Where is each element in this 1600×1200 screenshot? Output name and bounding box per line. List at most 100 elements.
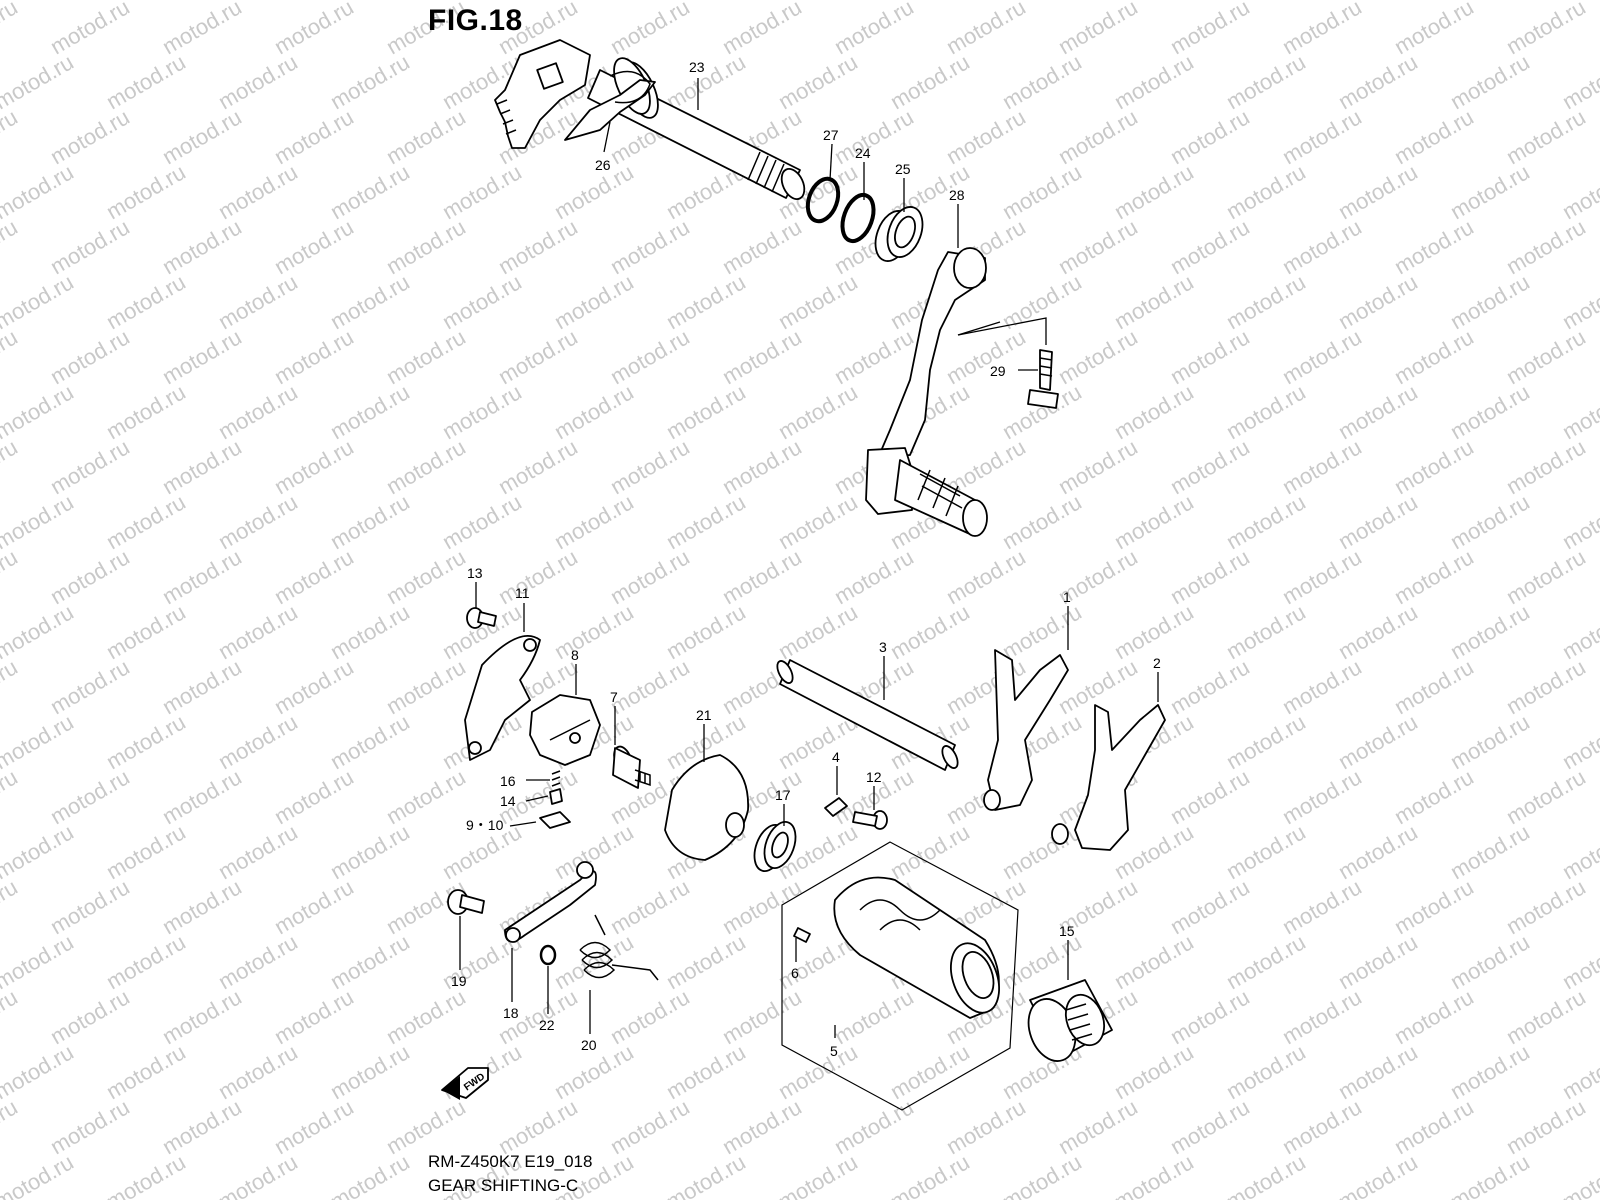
pin-14[interactable] (549, 788, 563, 805)
callout-13[interactable]: 13 (467, 565, 483, 581)
pin-6[interactable] (793, 927, 811, 943)
watermark-text: motod.ru (774, 599, 862, 664)
bolt-29[interactable] (1027, 349, 1059, 409)
watermark-text: motod.ru (0, 819, 78, 884)
watermark-text: motod.ru (158, 984, 246, 1049)
watermark-text: motod.ru (774, 49, 862, 114)
watermark-text: motod.ru (0, 489, 78, 554)
callout-25[interactable]: 25 (895, 161, 911, 177)
callout-4[interactable]: 4 (832, 749, 840, 765)
callout-11[interactable]: 11 (515, 585, 530, 601)
shift-cam-21[interactable] (664, 754, 749, 861)
watermark-text: motod.ru (158, 874, 246, 939)
watermark-text: motod.ru (0, 544, 22, 609)
gearshift-arm-18[interactable] (504, 861, 597, 943)
watermark-text: motod.ru (326, 269, 414, 334)
bolt-13[interactable] (466, 607, 497, 629)
watermark-text: motod.ru (1110, 1039, 1198, 1104)
gear-shift-cam-assembly-box-5 (781, 841, 1019, 1111)
watermark-text: motod.ru (1278, 104, 1366, 169)
watermark-text: motod.ru (0, 929, 78, 994)
gear-shift-cam-driven-gear-8[interactable] (529, 694, 601, 766)
watermark-text: motod.ru (1222, 269, 1310, 334)
callout-28[interactable]: 28 (949, 187, 965, 203)
callout-7[interactable]: 7 (610, 689, 618, 705)
callout-5[interactable]: 5 (830, 1043, 838, 1059)
callout-1[interactable]: 1 (1063, 589, 1071, 605)
watermark-text: motod.ru (550, 599, 638, 664)
gearshift-fork-2[interactable] (1051, 704, 1166, 851)
callout-15[interactable]: 15 (1059, 923, 1075, 939)
stopper-9-10[interactable] (539, 811, 571, 829)
watermark-text: motod.ru (1110, 929, 1198, 994)
callout-8[interactable]: 8 (571, 647, 579, 663)
bolt-19[interactable] (447, 889, 485, 915)
watermark-text: motod.ru (942, 104, 1030, 169)
watermark-text: motod.ru (998, 159, 1086, 224)
watermark-text: motod.ru (718, 1094, 806, 1159)
watermark-text: motod.ru (662, 489, 750, 554)
spring-16[interactable] (551, 770, 561, 787)
watermark-text: motod.ru (830, 104, 918, 169)
watermark-text: motod.ru (1166, 434, 1254, 499)
fork-shaft-3[interactable] (774, 659, 961, 771)
watermark-text: motod.ru (830, 984, 918, 1049)
callout-20[interactable]: 20 (581, 1037, 597, 1053)
washer-4[interactable] (824, 797, 848, 817)
watermark-text: motod.ru (1502, 544, 1590, 609)
callout-21[interactable]: 21 (696, 707, 712, 723)
watermark-text: motod.ru (0, 1094, 22, 1159)
watermark-text: motod.ru (718, 0, 806, 59)
callout-3[interactable]: 3 (879, 639, 887, 655)
callout-19[interactable]: 19 (451, 973, 467, 989)
callout-27[interactable]: 27 (823, 127, 839, 143)
callout-14[interactable]: 14 (500, 793, 516, 809)
gear-shift-cam-5[interactable] (833, 876, 1008, 1020)
callout-6[interactable]: 6 (791, 965, 799, 981)
callout-29[interactable]: 29 (990, 363, 1006, 379)
callout-17[interactable]: 17 (775, 787, 791, 803)
callout-24[interactable]: 24 (855, 145, 871, 161)
watermark-text: motod.ru (774, 1149, 862, 1200)
watermark-text: motod.ru (1222, 159, 1310, 224)
shift-cam-plate-arm[interactable] (494, 39, 591, 149)
washer-22[interactable] (539, 944, 557, 966)
oil-seal-17[interactable] (749, 818, 802, 876)
washer-24[interactable] (837, 191, 880, 246)
shift-shaft-return-spring-26[interactable] (564, 70, 656, 141)
watermark-text: motod.ru (1110, 49, 1198, 114)
gear-shift-cam-stopper-plate-11[interactable] (464, 635, 541, 761)
watermark-text: motod.ru (1390, 214, 1478, 279)
callout-leader-lines (459, 78, 1159, 1038)
callout-16[interactable]: 16 (500, 773, 516, 789)
oil-seal-25[interactable] (869, 202, 929, 266)
gearshift-arm-spring-20[interactable] (579, 914, 659, 981)
callout-2[interactable]: 2 (1153, 655, 1161, 671)
bearing-15[interactable] (1020, 979, 1113, 1068)
watermark-text: motod.ru (1334, 49, 1422, 114)
watermark-text: motod.ru (326, 489, 414, 554)
callout-22[interactable]: 22 (539, 1017, 555, 1033)
watermark-text: motod.ru (662, 1039, 750, 1104)
watermark-text: motod.ru (326, 1039, 414, 1104)
watermark-text: motod.ru (1390, 1094, 1478, 1159)
watermark-text: motod.ru (382, 104, 470, 169)
watermark-text: motod.ru (1390, 324, 1478, 389)
screw-12[interactable] (852, 810, 888, 830)
watermark-text: motod.ru (1558, 599, 1600, 664)
bolt-7[interactable] (611, 744, 651, 789)
gearshift-fork-1[interactable] (983, 649, 1069, 811)
watermark-text: motod.ru (214, 269, 302, 334)
diagram-name-caption: GEAR SHIFTING-C (428, 1176, 579, 1195)
watermark-text: motod.ru (606, 0, 694, 59)
callout-9-10[interactable]: 9・10 (466, 817, 504, 833)
callout-12[interactable]: 12 (866, 769, 882, 785)
watermark-text: motod.ru (46, 874, 134, 939)
callout-23[interactable]: 23 (689, 59, 705, 75)
gearshift-lever-28[interactable] (865, 247, 988, 537)
watermark-text: motod.ru (1334, 1149, 1422, 1200)
watermark-text: motod.ru (382, 214, 470, 279)
watermark-text: motod.ru (1558, 1149, 1600, 1200)
callout-26[interactable]: 26 (595, 157, 611, 173)
callout-18[interactable]: 18 (503, 1005, 519, 1021)
